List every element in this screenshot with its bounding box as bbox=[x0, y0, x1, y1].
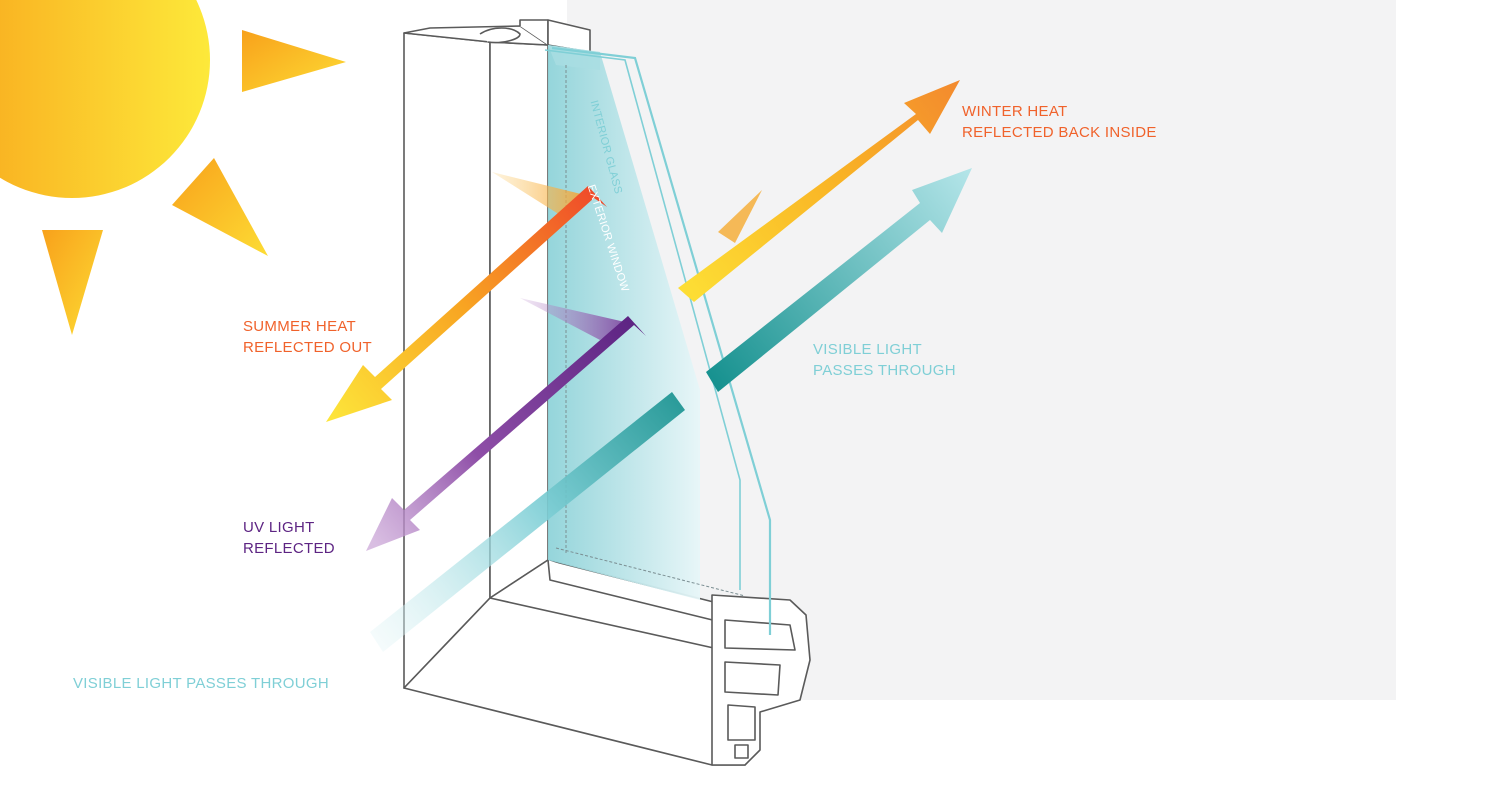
visible-light-upper-arrow bbox=[706, 168, 972, 392]
uv-light-label: UV LIGHT REFLECTED bbox=[243, 517, 335, 559]
visible-light-right-line1: VISIBLE LIGHT bbox=[813, 341, 922, 358]
winter-heat-incoming bbox=[718, 190, 762, 243]
summer-heat-label: SUMMER HEAT REFLECTED OUT bbox=[243, 316, 372, 358]
uv-light-label-line2: REFLECTED bbox=[243, 540, 335, 557]
visible-light-bottom-label: VISIBLE LIGHT PASSES THROUGH bbox=[73, 675, 329, 692]
visible-light-right-line2: PASSES THROUGH bbox=[813, 362, 956, 379]
summer-heat-label-line1: SUMMER HEAT bbox=[243, 318, 357, 335]
summer-heat-incoming bbox=[492, 172, 585, 215]
summer-heat-arrow bbox=[326, 186, 607, 422]
uv-incoming bbox=[520, 298, 625, 340]
uv-light-label-line1: UV LIGHT bbox=[243, 519, 315, 536]
uv-arrow bbox=[366, 316, 646, 551]
summer-heat-label-line2: REFLECTED OUT bbox=[243, 339, 372, 356]
winter-heat-label: WINTER HEAT REFLECTED BACK INSIDE bbox=[962, 101, 1157, 143]
sun-icon bbox=[0, 0, 346, 335]
visible-light-right-label: VISIBLE LIGHT PASSES THROUGH bbox=[813, 339, 956, 381]
visible-light-lower-arrow bbox=[370, 392, 685, 652]
winter-heat-label-line1: WINTER HEAT bbox=[962, 103, 1068, 120]
winter-heat-label-line2: REFLECTED BACK INSIDE bbox=[962, 124, 1157, 141]
winter-heat-arrow bbox=[678, 80, 960, 302]
